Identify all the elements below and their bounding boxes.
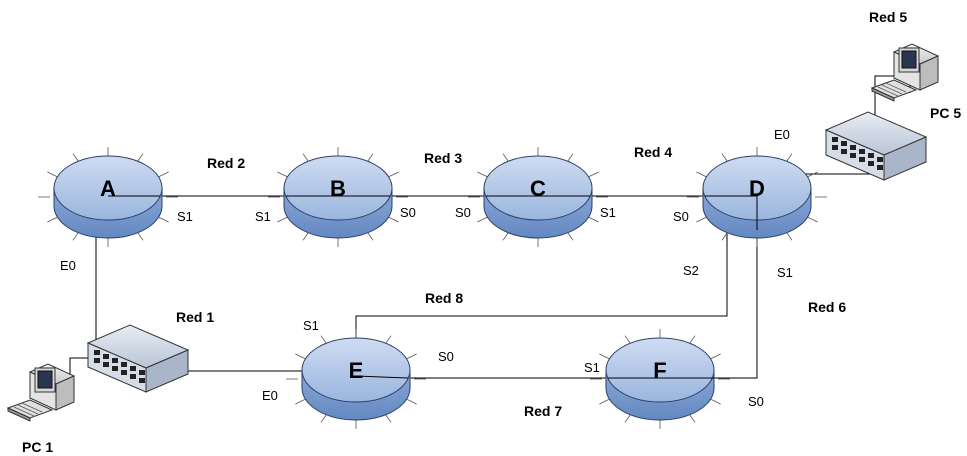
router-b: B xyxy=(268,147,408,247)
router-label-e: E xyxy=(349,358,364,383)
label-red3: Red 3 xyxy=(424,150,462,166)
iface-b-s1: S1 xyxy=(255,209,271,224)
iface-a-s1: S1 xyxy=(177,209,193,224)
iface-d-s2: S2 xyxy=(683,263,699,278)
label-red2: Red 2 xyxy=(207,155,245,171)
label-red5: Red 5 xyxy=(869,9,907,25)
network-labels: Red 2 Red 3 Red 4 Red 5 Red 1 Red 8 Red … xyxy=(22,9,961,455)
label-red7: Red 7 xyxy=(524,403,562,419)
iface-a-e0: E0 xyxy=(60,258,76,273)
pc5-computer-icon xyxy=(870,43,940,102)
iface-d-s0: S0 xyxy=(673,209,689,224)
label-red6: Red 6 xyxy=(808,299,846,315)
iface-d-e0: E0 xyxy=(774,127,790,142)
router-label-b: B xyxy=(330,176,346,201)
label-red1: Red 1 xyxy=(176,309,214,325)
router-a: A xyxy=(38,147,178,247)
iface-b-s0: S0 xyxy=(400,205,416,220)
switch-red1 xyxy=(86,324,190,393)
iface-d-s1: S1 xyxy=(777,265,793,280)
iface-c-s0: S0 xyxy=(455,205,471,220)
iface-f-s0: S0 xyxy=(748,394,764,409)
label-pc5: PC 5 xyxy=(930,105,961,121)
pc1-computer-icon xyxy=(6,363,76,422)
iface-e-e0: E0 xyxy=(262,388,278,403)
routers: A B C D E F xyxy=(38,147,827,429)
interface-labels: E0 S1 S1 S0 S0 S1 S0 E0 S2 S1 S1 S0 E0 S… xyxy=(60,127,793,409)
label-red8: Red 8 xyxy=(425,290,463,306)
iface-f-s1: S1 xyxy=(584,360,600,375)
switch-red5 xyxy=(824,111,928,181)
iface-e-s0: S0 xyxy=(438,349,454,364)
router-label-a: A xyxy=(100,176,116,201)
iface-c-s1: S1 xyxy=(600,205,616,220)
iface-e-s1: S1 xyxy=(303,318,319,333)
router-e: E xyxy=(286,329,426,429)
router-c: C xyxy=(468,147,608,247)
router-label-c: C xyxy=(530,176,546,201)
label-red4: Red 4 xyxy=(634,144,672,160)
link-overlay xyxy=(355,375,409,379)
label-pc1: PC 1 xyxy=(22,439,53,455)
router-label-d: D xyxy=(749,176,765,201)
router-label-f: F xyxy=(653,358,666,383)
router-f: F xyxy=(590,329,730,429)
